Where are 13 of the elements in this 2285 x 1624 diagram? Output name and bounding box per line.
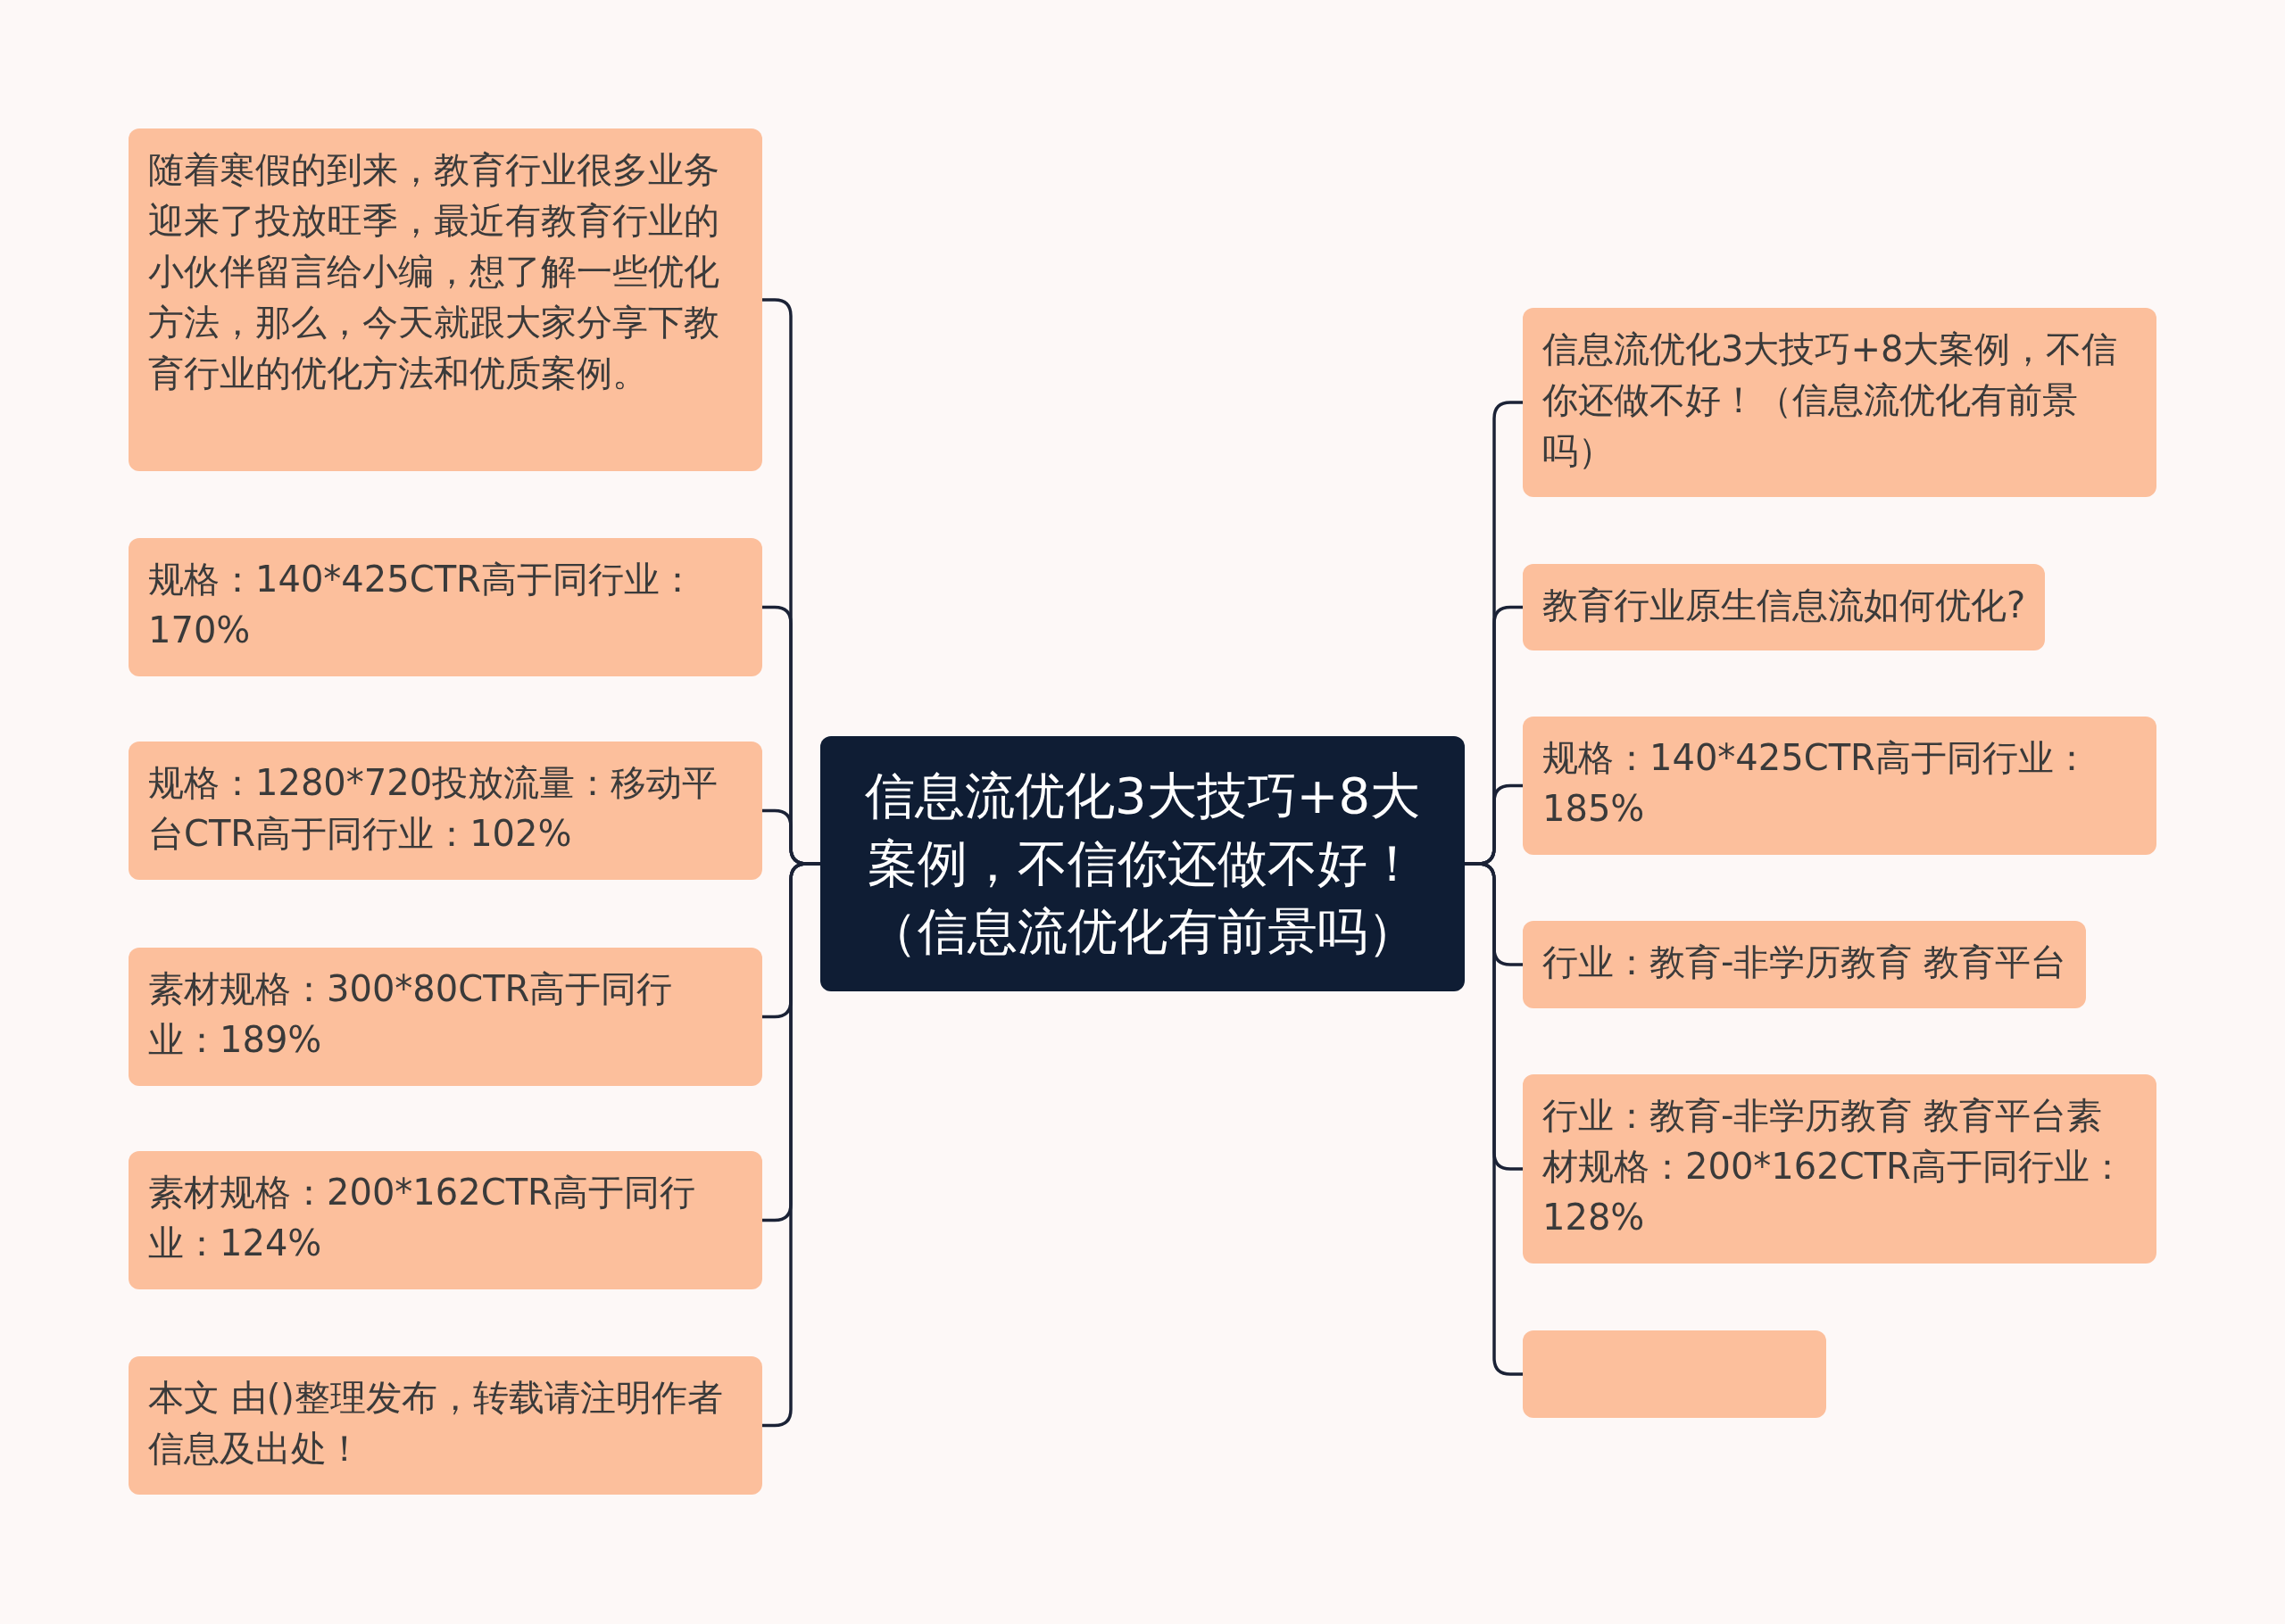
topic-box: 随着寒假的到来，教育行业很多业务迎来了投放旺季，最近有教育行业的小伙伴留言给小编，想了解一些优化方法，那么，今天就跟大家分享下教育行业的优化方法和优质案例。 (129, 128, 762, 471)
topic-box: 教育行业原生信息流如何优化? (1523, 564, 2046, 650)
topic-box: 规格：140*425CTR高于同行业：185% (1523, 717, 2156, 855)
topic-box: 素材规格：200*162CTR高于同行业：124% (129, 1151, 762, 1289)
topic-box: 信息流优化3大技巧+8大案例，不信你还做不好！（信息流优化有前景吗） (1523, 308, 2156, 497)
topic-box: 规格：1280*720投放流量：移动平台CTR高于同行业：102% (129, 742, 762, 880)
central-topic: 信息流优化3大技巧+8大案例，不信你还做不好！（信息流优化有前景吗） (820, 736, 1465, 991)
topic-box: 规格：140*425CTR高于同行业：170% (129, 538, 762, 676)
topic-box: 素材规格：300*80CTR高于同行业：189% (129, 948, 762, 1086)
topic-box (1523, 1330, 1826, 1418)
topic-box: 行业：教育-非学历教育 教育平台素材规格：200*162CTR高于同行业：128% (1523, 1074, 2156, 1264)
topic-box: 本文 由()整理发布，转载请注明作者信息及出处！ (129, 1356, 762, 1495)
topic-box: 行业：教育-非学历教育 教育平台 (1523, 921, 2087, 1008)
